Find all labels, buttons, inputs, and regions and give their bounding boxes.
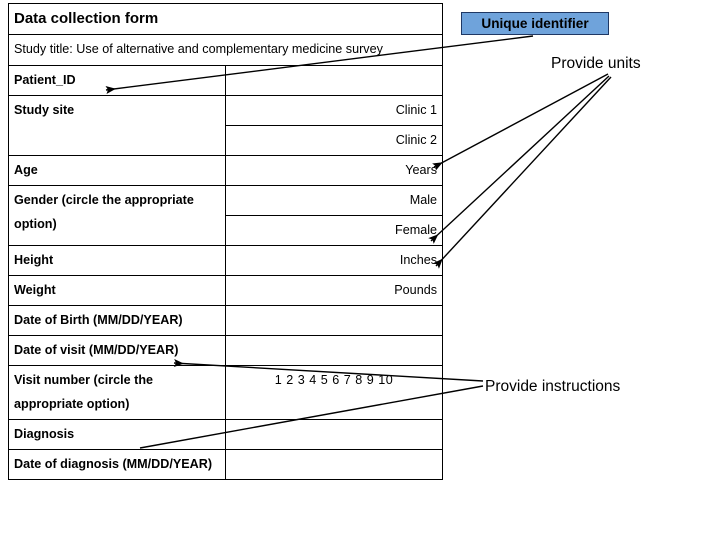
table-row: Patient_ID (8, 65, 443, 96)
row-value-date-of-diagnosis[interactable] (225, 449, 443, 480)
leader-line-units-years (432, 73, 609, 171)
row-label-age: Age (8, 155, 226, 186)
row-value-age-units[interactable]: Years (225, 155, 443, 186)
row-label-date-of-visit: Date of visit (MM/DD/YEAR) (8, 335, 226, 366)
table-row: Date of diagnosis (MM/DD/YEAR) (8, 449, 443, 480)
row-value-patient-id[interactable] (225, 65, 443, 96)
table-row: Diagnosis (8, 419, 443, 450)
row-value-gender-male[interactable]: Male (225, 185, 443, 216)
table-row: Weight Pounds (8, 275, 443, 306)
callout-provide-instructions: Provide instructions (485, 378, 621, 395)
form-subtitle-cell: Study title: Use of alternative and comp… (8, 34, 443, 66)
row-label-gender: Gender (circle the appropriate option) (8, 185, 226, 246)
row-label-diagnosis: Diagnosis (8, 419, 226, 450)
row-value-clinic-1[interactable]: Clinic 1 (225, 95, 443, 126)
row-value-date-of-visit[interactable] (225, 335, 443, 366)
row-value-gender-female[interactable]: Female (225, 215, 443, 246)
row-label-height: Height (8, 245, 226, 276)
row-value-diagnosis[interactable] (225, 419, 443, 450)
row-label-study-site: Study site (8, 95, 226, 156)
row-label-visit-number: Visit number (circle the appropriate opt… (8, 365, 226, 420)
table-row: Age Years (8, 155, 443, 186)
table-row: Date of visit (MM/DD/YEAR) (8, 335, 443, 366)
row-value-weight-units[interactable]: Pounds (225, 275, 443, 306)
table-row-title: Data collection form (8, 3, 443, 35)
table-row: Female (9, 215, 443, 246)
row-label-weight: Weight (8, 275, 226, 306)
row-value-visit-number-options[interactable]: 1 2 3 4 5 6 7 8 9 10 (225, 365, 443, 420)
leader-line-units-inches (428, 75, 610, 244)
row-label-patient-id: Patient_ID (8, 65, 226, 96)
leader-line-units-pounds (433, 76, 612, 269)
callout-unique-identifier: Unique identifier (461, 12, 609, 35)
row-value-clinic-2[interactable]: Clinic 2 (225, 125, 443, 156)
table-row: Height Inches (8, 245, 443, 276)
row-label-date-of-birth: Date of Birth (MM/DD/YEAR) (8, 305, 226, 336)
table-row: Gender (circle the appropriate option) M… (8, 185, 443, 246)
table-row: Clinic 2 (9, 125, 443, 156)
callout-unique-identifier-label: Unique identifier (481, 16, 589, 31)
form-title-cell: Data collection form (8, 3, 443, 35)
form-table-body: Data collection form Study title: Use of… (8, 3, 443, 480)
table-row-subtitle: Study title: Use of alternative and comp… (8, 34, 443, 66)
callout-provide-units: Provide units (551, 55, 641, 72)
row-label-date-of-diagnosis: Date of diagnosis (MM/DD/YEAR) (8, 449, 226, 480)
row-value-date-of-birth[interactable] (225, 305, 443, 336)
data-collection-form-table: Data collection form Study title: Use of… (8, 3, 443, 480)
table-row: Study site Clinic 1 (8, 95, 443, 156)
table-row: Date of Birth (MM/DD/YEAR) (8, 305, 443, 336)
row-value-height-units[interactable]: Inches (225, 245, 443, 276)
table-row: Visit number (circle the appropriate opt… (8, 365, 443, 420)
